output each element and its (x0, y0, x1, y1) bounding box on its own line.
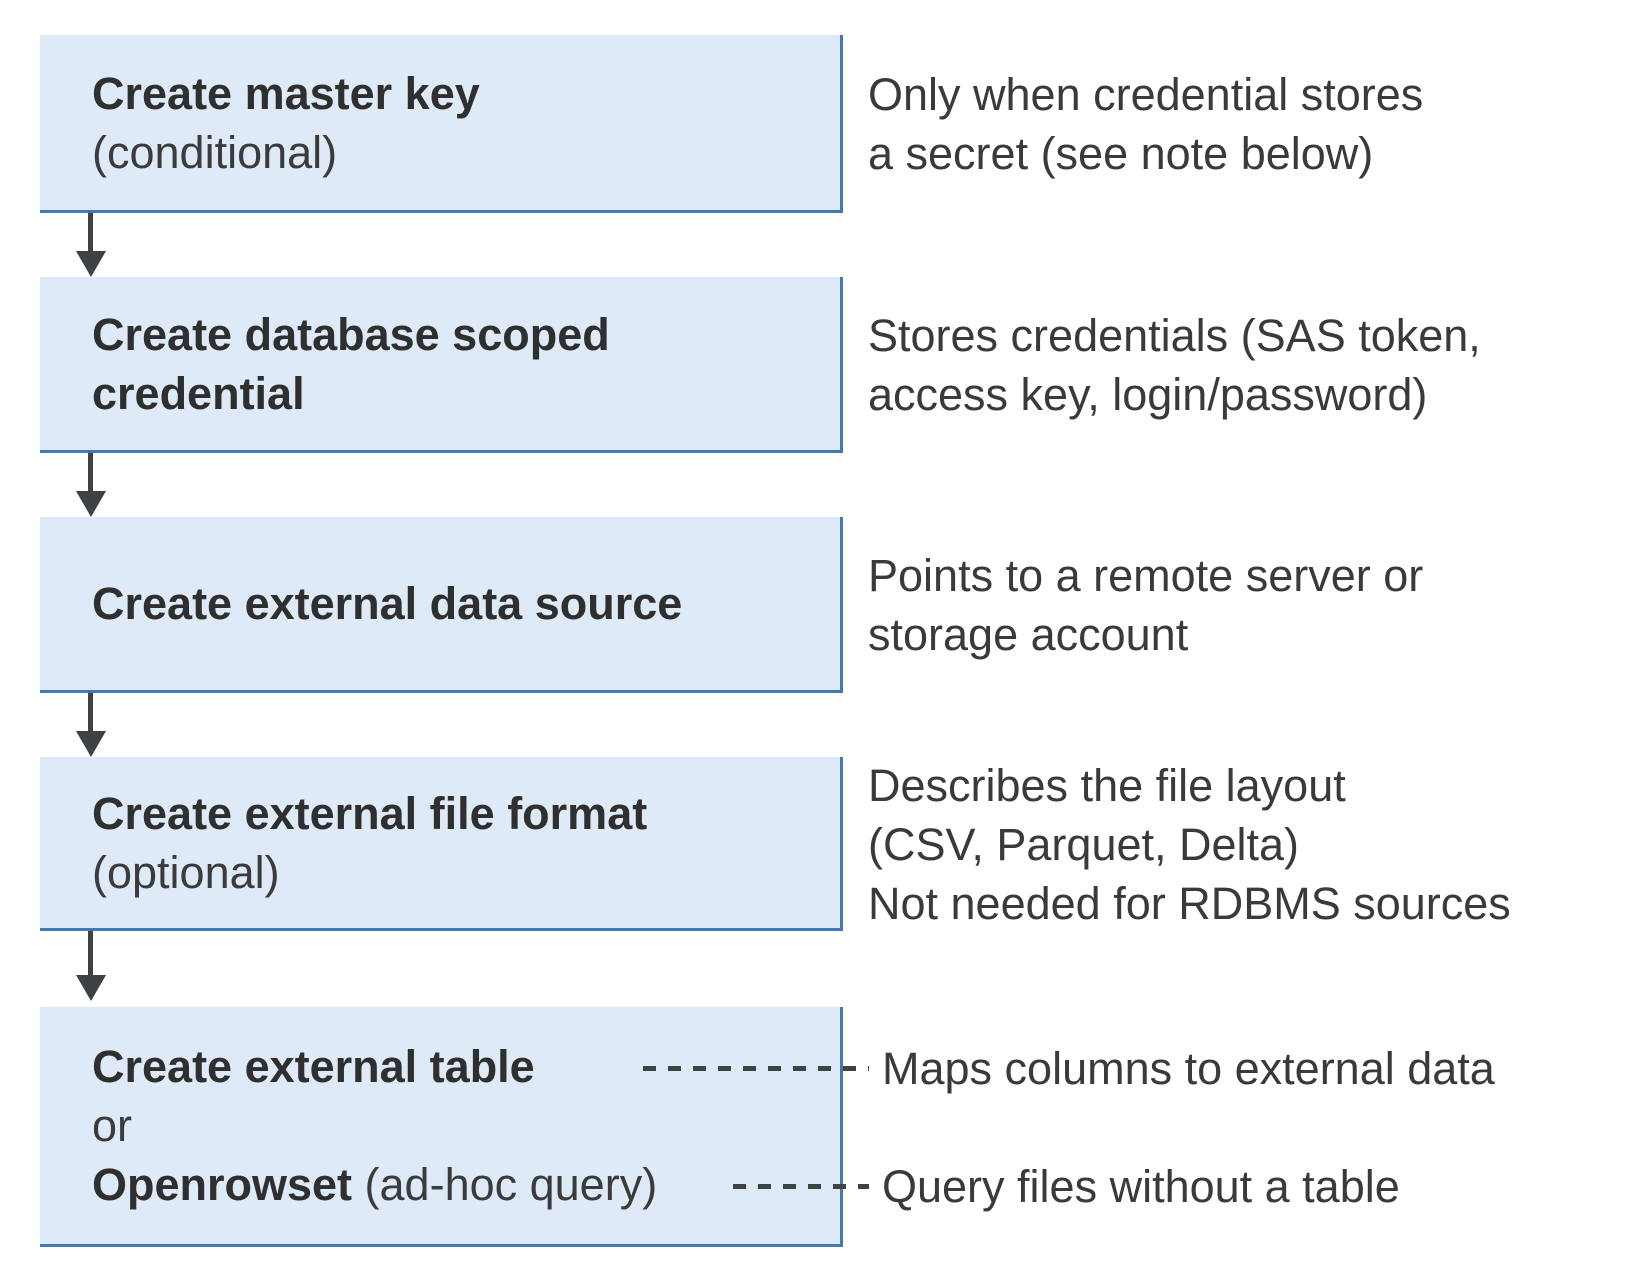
flow-box-create-external-data-source: Create external data source (40, 517, 843, 693)
box-title-bold: Create external table (92, 1041, 535, 1092)
box-subtitle-regular: (conditional) (92, 126, 338, 178)
box-title-bold: Create external data source (92, 578, 683, 629)
annotation-database-scoped-credential: Stores credentials (SAS token, access ke… (868, 277, 1628, 453)
box-openrowset-regular: (ad-hoc query) (352, 1159, 658, 1210)
annotation-line: Maps columns to external data (882, 1043, 1495, 1094)
annotation-line: Stores credentials (SAS token, (868, 310, 1481, 361)
annotation-openrowset: Query files without a table (882, 1157, 1638, 1216)
annotation-line: a secret (see note below) (868, 128, 1374, 179)
dash-connector-external-table (643, 1066, 869, 1071)
box-title-bold: Create external file format (92, 787, 648, 839)
box-title-line-2: credential (92, 364, 840, 423)
flow-box-create-external-table-or-openrowset: Create external table or Openrowset (ad-… (40, 1007, 843, 1247)
box-title-line: Create external file format (92, 784, 840, 843)
annotation-master-key: Only when credential stores a secret (se… (868, 35, 1628, 213)
annotation-line: Points to a remote server or (868, 550, 1424, 601)
annotation-line: Describes the file layout (868, 759, 1346, 811)
box-or-line: or (92, 1096, 840, 1155)
annotation-line: (CSV, Parquet, Delta) (868, 818, 1300, 870)
dash-connector-openrowset (733, 1184, 869, 1189)
box-title-line: Create external table (92, 1037, 840, 1096)
box-title-line: Create external data source (92, 574, 840, 633)
box-subtitle-line: (optional) (92, 843, 840, 902)
box-title-line: Create database scoped (92, 305, 840, 364)
down-arrow-stem (88, 931, 93, 975)
annotation-external-data-source: Points to a remote server or storage acc… (868, 517, 1628, 693)
box-subtitle-regular: (optional) (92, 846, 280, 898)
flow-box-create-master-key: Create master key (conditional) (40, 35, 843, 213)
flow-box-create-database-scoped-credential: Create database scoped credential (40, 277, 843, 453)
box-title-line: Create master key (92, 64, 840, 123)
box-title-bold: Create master key (92, 67, 480, 119)
down-arrow-icon (76, 491, 106, 517)
box-title-bold: credential (92, 367, 305, 419)
flow-box-create-external-file-format: Create external file format (optional) (40, 757, 843, 931)
annotation-line: Only when credential stores (868, 69, 1424, 120)
down-arrow-stem (88, 213, 93, 251)
box-or-regular: or (92, 1100, 133, 1151)
box-openrowset-bold: Openrowset (92, 1159, 353, 1210)
annotation-line: Query files without a table (882, 1161, 1400, 1212)
annotation-line: storage account (868, 609, 1189, 660)
box-subtitle-line: (conditional) (92, 123, 840, 182)
down-arrow-icon (76, 975, 106, 1001)
down-arrow-stem (88, 453, 93, 491)
box-openrowset-line: Openrowset (ad-hoc query) (92, 1155, 840, 1214)
annotation-external-file-format: Describes the file layout (CSV, Parquet,… (868, 757, 1628, 931)
box-title-bold: Create database scoped (92, 308, 610, 360)
annotation-line: Not needed for RDBMS sources (868, 877, 1511, 929)
down-arrow-stem (88, 693, 93, 731)
annotation-line: access key, login/password) (868, 369, 1428, 420)
annotation-external-table: Maps columns to external data (882, 1039, 1638, 1098)
down-arrow-icon (76, 731, 106, 757)
down-arrow-icon (76, 251, 106, 277)
